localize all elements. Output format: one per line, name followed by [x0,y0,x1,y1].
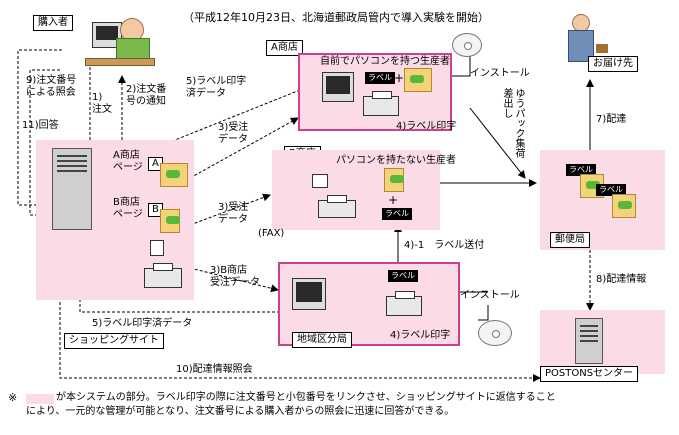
step-5-printed-data-a: 5)ラベル印字 済データ [186,76,247,99]
step-11-answer: 11)回答 [22,120,59,131]
footnote-line-1: が本システムの部分。ラベル印字の際に注文番号と小包番号をリンクさせ、ショッピング… [56,392,556,403]
footnote-line-2: により、一元的な管理が可能となり、注文番号による購入者からの照会に迅速に回答がで… [26,406,455,417]
b-shop-area [272,150,440,230]
header-note: （平成12年10月23日、北海道郵政局管内で導入実験を開始） [183,11,489,24]
b-page-label: B商店 ページ [113,197,143,220]
b-shop-plus: + [388,193,399,207]
regional-office-box: 地域区分局 [292,332,352,348]
install-disc-region-icon [478,320,512,346]
shop-printer-icon [144,263,182,288]
fax-sheet-icon [150,240,164,256]
a-shop-plus: + [394,71,405,85]
footnote-swatch [26,394,54,404]
post-label-tag-2: ラベル [596,184,626,196]
producer-without-pc-label: パソコンを持たない生産者 [336,155,456,166]
step-9-inquiry: 9)注文番号 による照会 [26,75,77,98]
step-8-delivery-info: 8)配達情報 [596,274,647,285]
install-a-label: インストール [470,68,530,79]
a-page-label: A商店 ページ [113,150,143,173]
step-3-b-shop-order-data: 3)B商店 受注データ [210,265,260,288]
a-shop-box: A商店 [266,40,303,56]
post-office-box: 郵便局 [550,232,590,248]
postons-server-icon [575,318,603,364]
deliver-to-box: お届け先 [588,56,638,72]
footnote-mark: ※ [8,391,18,404]
step-7-delivery: 7)配達 [596,114,627,125]
postons-center-box: POSTONSセンター [540,366,639,382]
regional-printer-icon [386,291,422,316]
desk-icon [85,58,155,66]
step-4-label-print-a: 4)ラベル印字 [396,121,457,132]
regional-computer-icon [292,278,326,310]
post-parcel-2-icon [612,194,636,218]
b-page-parcel-icon [160,209,180,233]
b-shop-parcel-icon [384,168,404,192]
b-shop-printer-icon [318,195,356,218]
shopping-server-icon [52,148,92,230]
shopping-site-box: ショッピングサイト [64,333,164,349]
regional-label-tag: ラベル [388,270,418,282]
a-shop-computer-icon [322,72,354,102]
briefcase-icon [596,44,608,53]
step-5-printed-data-b: 5)ラベル印字済データ [92,318,193,329]
producer-with-pc-label: 自前でパソコンを持つ生産者 [320,56,450,67]
step-4-1-label-send: 4)-1 ラベル送付 [404,240,485,251]
step-2-notice: 2)注文番 号の通知 [126,84,167,107]
install-region-label: インストール [460,290,520,301]
step-3-order-data-b: 3)受注 データ [218,202,249,225]
b-shop-label-tag: ラベル [382,208,412,220]
post-label-tag-1: ラベル [566,164,596,176]
fax-label: (FAX) [258,228,285,239]
buyer-box: 購入者 [33,15,73,31]
a-shop-printer-icon [363,91,399,116]
step-10-info-inquiry: 10)配達情報照会 [176,364,253,375]
b-shop-fax-sheet-icon [312,174,328,188]
step-4-label-print-r: 4)ラベル印字 [390,330,451,341]
install-disc-a-icon [452,33,482,57]
step-6-yupack: ゆうパック集荷 差出し [501,88,524,158]
step-1-order: 1) 注文 [92,92,112,115]
a-page-parcel-icon [160,163,188,187]
step-3-order-data-a: 3)受注 データ [218,122,249,145]
a-shop-label-tag: ラベル [365,72,395,84]
a-shop-parcel-icon [404,68,432,92]
